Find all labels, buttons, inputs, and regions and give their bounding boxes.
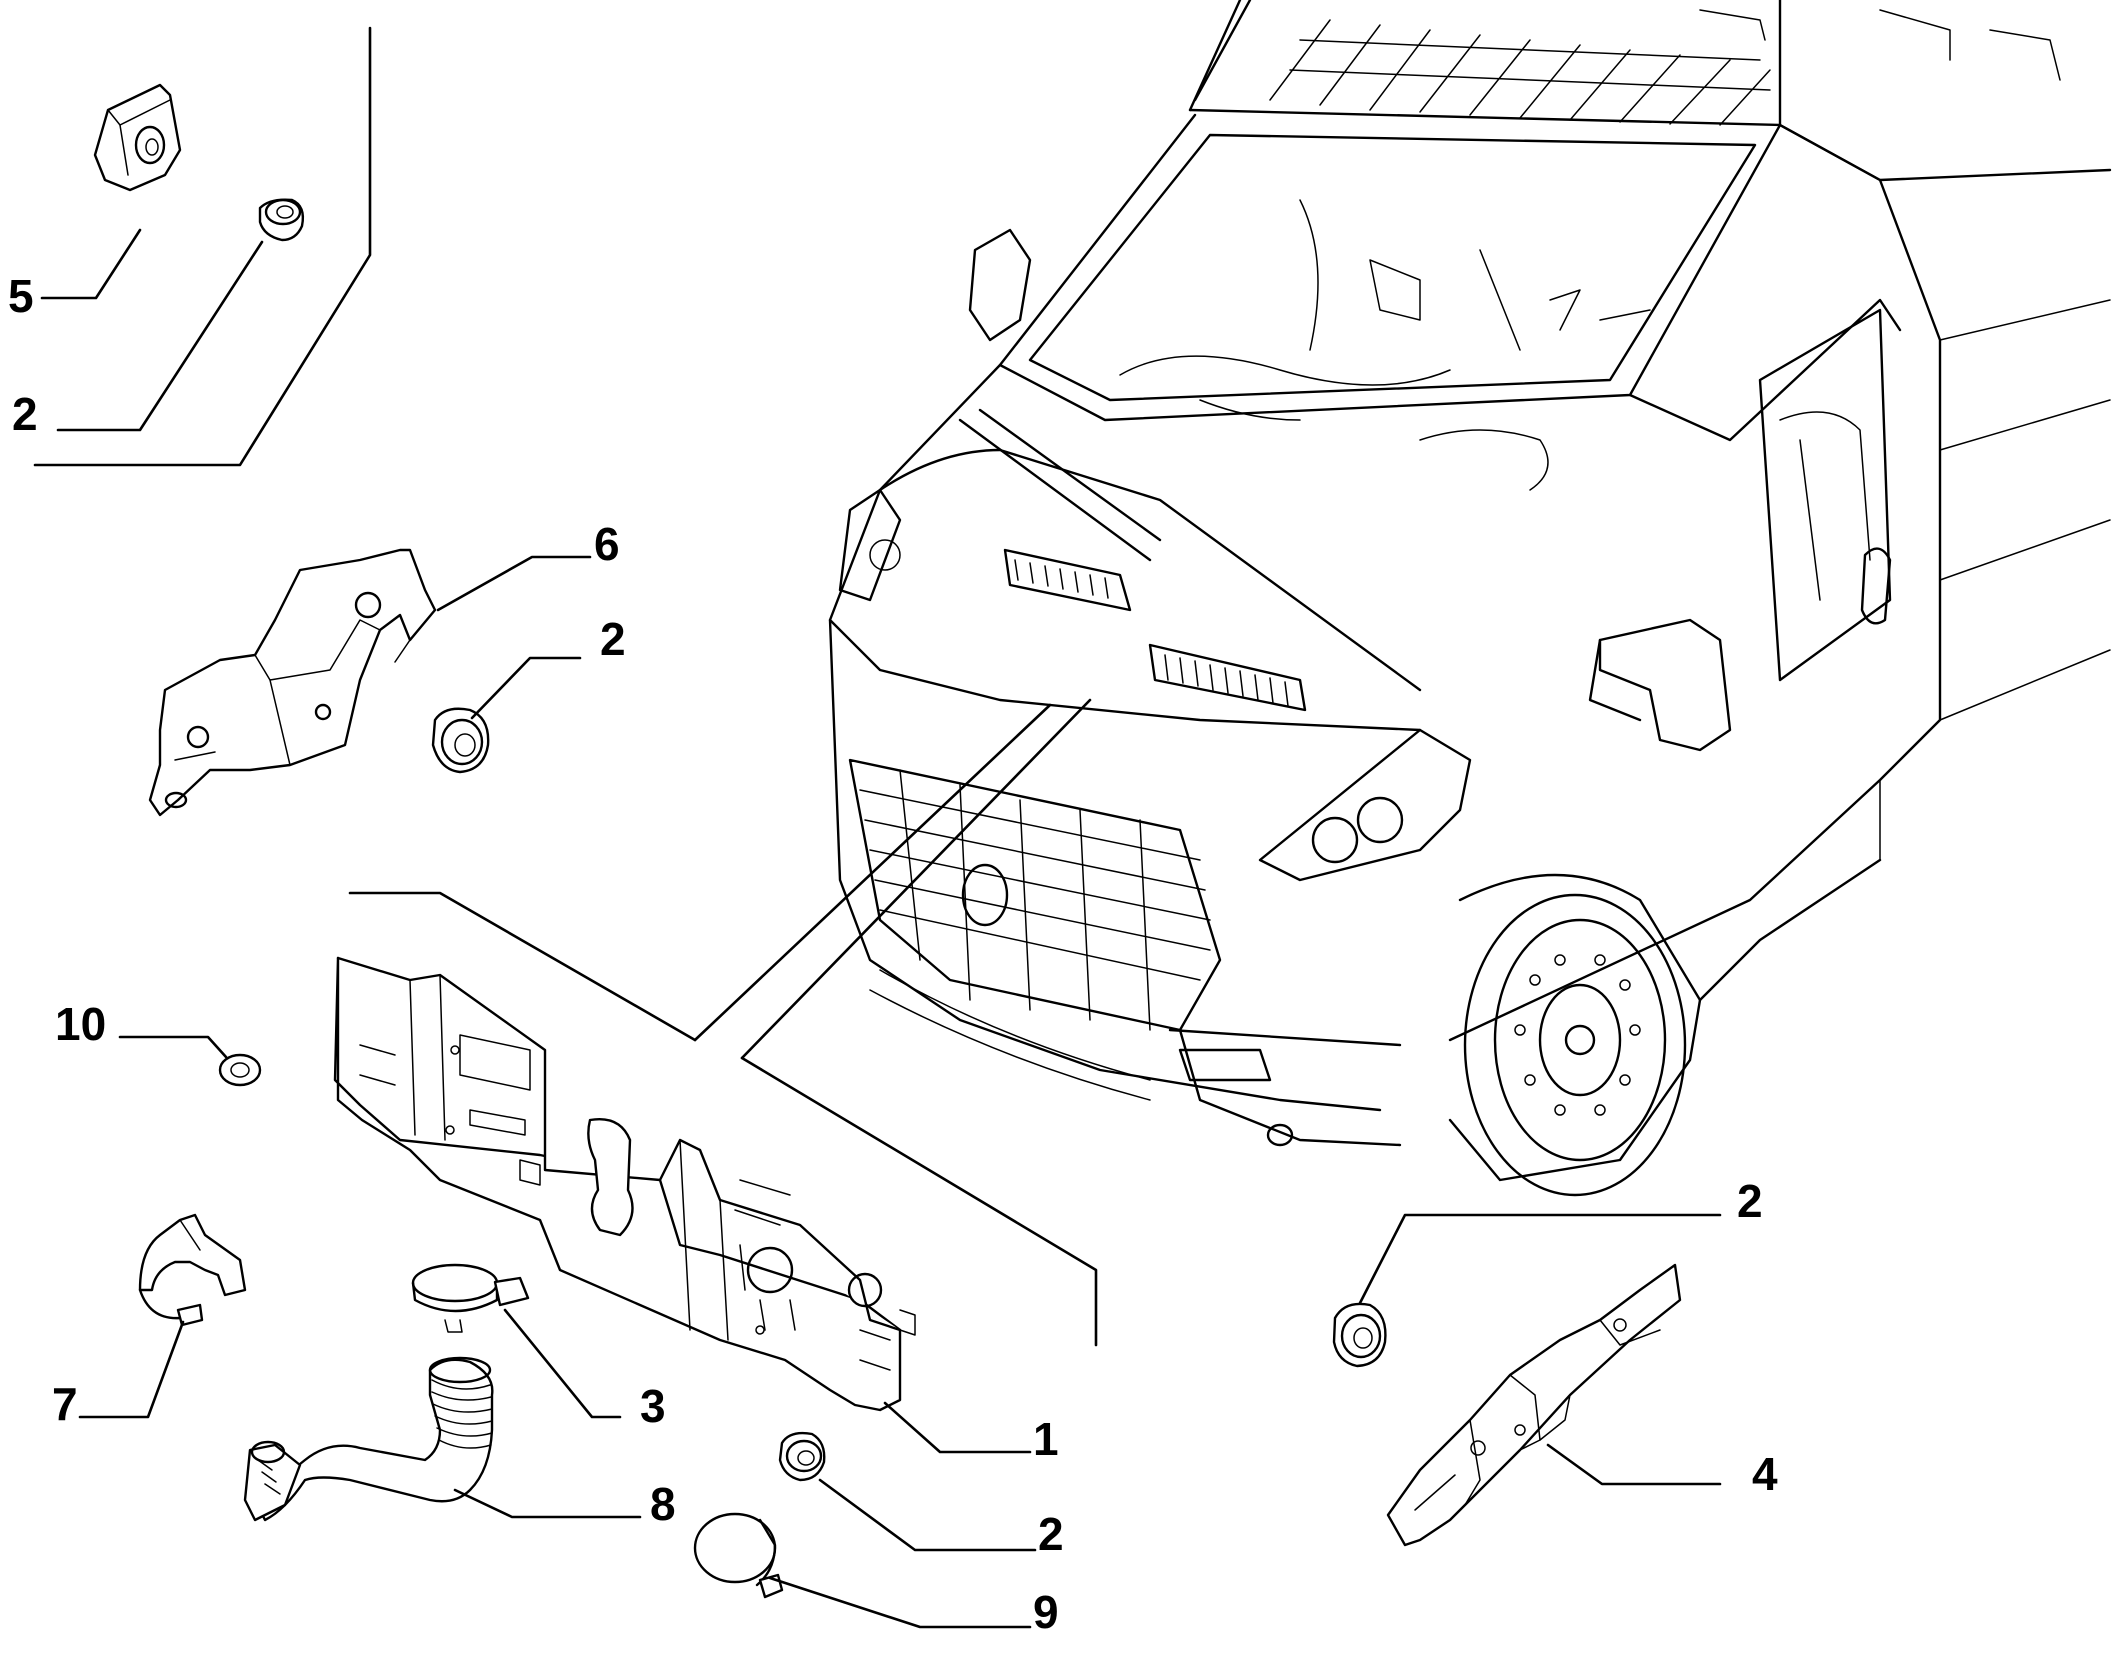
part-1-mounting-plate: [333, 956, 916, 1412]
callout-4: 4: [1752, 1448, 1778, 1500]
leader-lines: [33, 26, 1722, 1629]
callout-7: 7: [52, 1378, 78, 1430]
callout-3: 3: [640, 1380, 666, 1432]
part-2-clip-nut-a: [258, 198, 305, 242]
part-9-rubber-plug: [693, 1512, 784, 1599]
part-2-clip-nut-b: [431, 707, 490, 774]
part-2-clip-nut-c: [778, 1431, 826, 1482]
part-2-clip-nut-d: [1332, 1302, 1387, 1368]
callout-2-right: 2: [1737, 1175, 1763, 1227]
callout-6: 6: [594, 518, 620, 570]
callout-10: 10: [55, 998, 106, 1050]
part-10-washer: [218, 1053, 262, 1087]
part-4-side-bracket: [1386, 1263, 1682, 1547]
callout-5: 5: [8, 270, 34, 322]
callout-2-bottom-middle: 2: [1038, 1508, 1064, 1560]
callout-1: 1: [1033, 1413, 1059, 1465]
callout-labels: 5 2 6 2 10 7 3 8 1 2 9 2 4: [8, 270, 1778, 1638]
part-5-small-bracket: [93, 83, 182, 192]
callout-9: 9: [1033, 1586, 1059, 1638]
part-3-hose-clamp: [411, 1263, 530, 1333]
callout-2-upper-middle: 2: [600, 613, 626, 665]
van-illustration: [828, 0, 2112, 1197]
part-8-corrugated-hose: [243, 1356, 494, 1522]
callout-8: 8: [650, 1478, 676, 1530]
callout-2-top-left: 2: [12, 388, 38, 440]
part-7-pipe-clip: [138, 1213, 247, 1327]
part-6-angled-bracket: [148, 548, 437, 817]
